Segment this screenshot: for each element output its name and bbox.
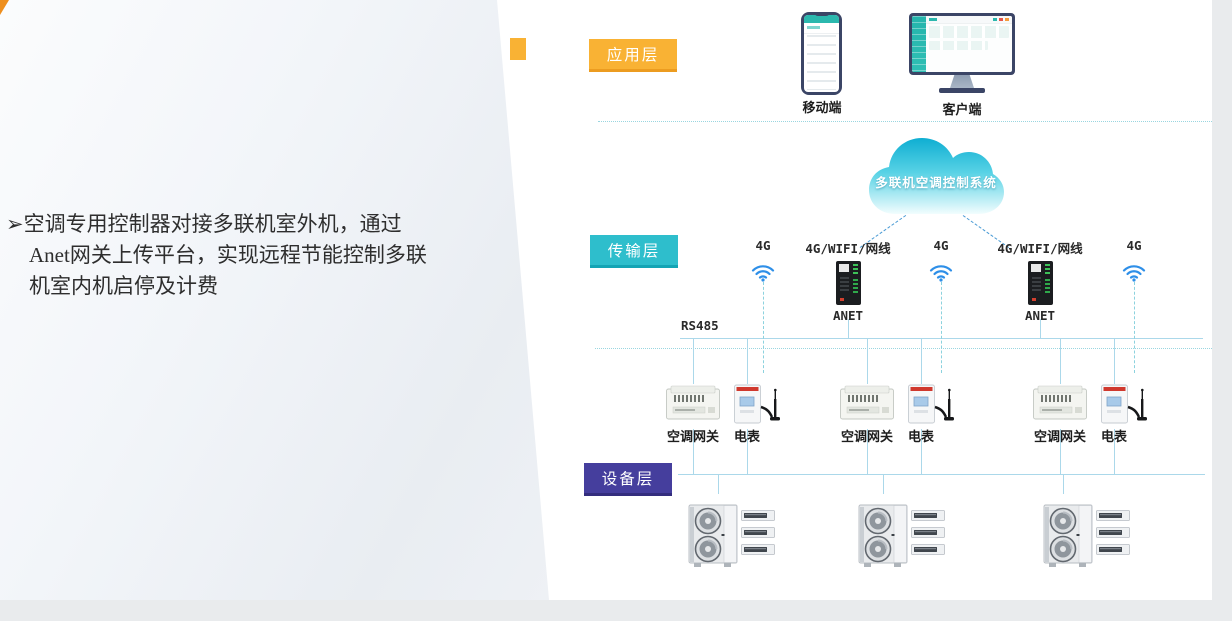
corner-accent-triangle: [0, 0, 9, 15]
indoor-ac-unit-icon: [741, 510, 775, 521]
separator-line: [595, 348, 1212, 349]
device-layer-badge: 设备层: [584, 463, 672, 496]
indoor-ac-unit-icon: [741, 527, 775, 538]
cloud-label: 多联机空调控制系统: [875, 176, 997, 190]
anet-uplink-label: 4G/WIFI/网线: [805, 241, 891, 256]
connector-line: [747, 429, 748, 474]
4g-label: 4G: [1126, 238, 1142, 253]
connector-line: [921, 429, 922, 474]
transport-layer-badge: 传输层: [590, 235, 678, 268]
connector-line: [718, 474, 719, 494]
power-meter-icon: [1101, 383, 1147, 430]
connector-line: [693, 429, 694, 474]
connector-line: [1040, 319, 1041, 339]
indoor-ac-unit-icon: [911, 527, 945, 538]
ac-gateway-icon: [665, 385, 721, 428]
connector-line: [867, 429, 868, 474]
device-group: 空调网关 电表: [1027, 383, 1159, 445]
rs485-label: RS485: [681, 318, 719, 333]
indoor-ac-unit-icon: [1096, 527, 1130, 538]
ac-gateway-icon: [1032, 385, 1088, 428]
device-bus-line: [678, 474, 1205, 475]
wifi-icon: [929, 265, 953, 282]
cloud-shape: [869, 138, 1004, 214]
anet-uplink-label: 4G/WIFI/网线: [997, 241, 1083, 256]
phone-screen: [804, 15, 839, 92]
anet-gateway-icon: [835, 261, 861, 305]
anet-label: ANET: [1024, 308, 1056, 323]
power-meter-icon: [734, 383, 780, 430]
wireless-link-line: [941, 282, 942, 373]
cloud-icon: 多联机空调控制系统: [866, 128, 1006, 220]
connector-line: [1114, 339, 1115, 384]
orange-accent-square: [510, 38, 526, 60]
connector-line: [693, 339, 694, 384]
connector-line: [1114, 429, 1115, 474]
separator-line: [598, 121, 1212, 122]
indoor-ac-unit-icon: [911, 544, 945, 555]
smartphone-icon: [801, 12, 842, 95]
4g-label: 4G: [933, 238, 949, 253]
connector-line: [921, 339, 922, 384]
4g-label: 4G: [755, 238, 771, 253]
wifi-icon: [1122, 265, 1146, 282]
anet-label: ANET: [832, 308, 864, 323]
gateway-label: 空调网关: [840, 429, 893, 444]
bullet-line: 机室内机启停及计费: [29, 274, 218, 298]
connector-line: [867, 339, 868, 384]
app-layer-badge: 应用层: [589, 39, 677, 72]
device-group: 空调网关 电表: [834, 383, 966, 445]
gateway-label: 空调网关: [666, 429, 719, 444]
ac-gateway-icon: [839, 385, 895, 428]
outdoor-ac-unit-icon: [858, 504, 908, 567]
meter-label: 电表: [733, 429, 760, 444]
transport-node-4g: 4G: [718, 238, 808, 282]
meter-label: 电表: [907, 429, 934, 444]
desktop-monitor-icon: [909, 13, 1015, 75]
indoor-ac-unit-icon: [1096, 544, 1130, 555]
transport-node-4g: 4G: [1089, 238, 1179, 282]
indoor-ac-unit-icon: [911, 510, 945, 521]
wifi-icon: [751, 265, 775, 282]
mobile-label: 移动端: [802, 100, 842, 115]
wireless-link-line: [1134, 282, 1135, 373]
connector-line: [1060, 339, 1061, 384]
outdoor-ac-unit-icon: [1043, 504, 1093, 567]
connector-line: [883, 474, 884, 494]
bullet-line: Anet网关上传平台，实现远程节能控制多联: [29, 243, 427, 267]
power-meter-icon: [908, 383, 954, 430]
connector-line: [1063, 474, 1064, 494]
outdoor-ac-unit-icon: [688, 504, 738, 567]
indoor-ac-unit-icon: [1096, 510, 1130, 521]
ac-unit-group: [1043, 504, 1135, 570]
connector-line: [747, 339, 748, 384]
indoor-units: [1096, 510, 1130, 555]
transport-node-anet: 4G/WIFI/网线 ANET: [803, 238, 893, 323]
meter-label: 电表: [1100, 429, 1127, 444]
transport-node-4g: 4G: [896, 238, 986, 282]
client-label: 客户端: [942, 102, 982, 117]
transport-node-anet: 4G/WIFI/网线 ANET: [995, 238, 1085, 323]
anet-gateway-icon: [1027, 261, 1053, 305]
indoor-ac-unit-icon: [741, 544, 775, 555]
indoor-units: [741, 510, 775, 555]
monitor-screen: [912, 16, 1012, 72]
left-gradient-panel: [0, 0, 549, 600]
monitor-stand: [950, 75, 974, 88]
connector-line: [848, 319, 849, 339]
gateway-label: 空调网关: [1033, 429, 1086, 444]
slide-canvas: ➢空调专用控制器对接多联机室外机，通过 Anet网关上传平台，实现远程节能控制多…: [0, 0, 1212, 600]
device-group: 空调网关 电表: [660, 383, 792, 445]
indoor-units: [911, 510, 945, 555]
wireless-link-line: [763, 282, 764, 373]
ac-unit-group: [858, 504, 950, 570]
bullet-line: ➢空调专用控制器对接多联机室外机，通过: [6, 212, 402, 236]
bullet-paragraph: ➢空调专用控制器对接多联机室外机，通过 Anet网关上传平台，实现远程节能控制多…: [6, 209, 506, 302]
ac-unit-group: [688, 504, 780, 570]
monitor-base: [939, 88, 985, 93]
connector-line: [1060, 429, 1061, 474]
